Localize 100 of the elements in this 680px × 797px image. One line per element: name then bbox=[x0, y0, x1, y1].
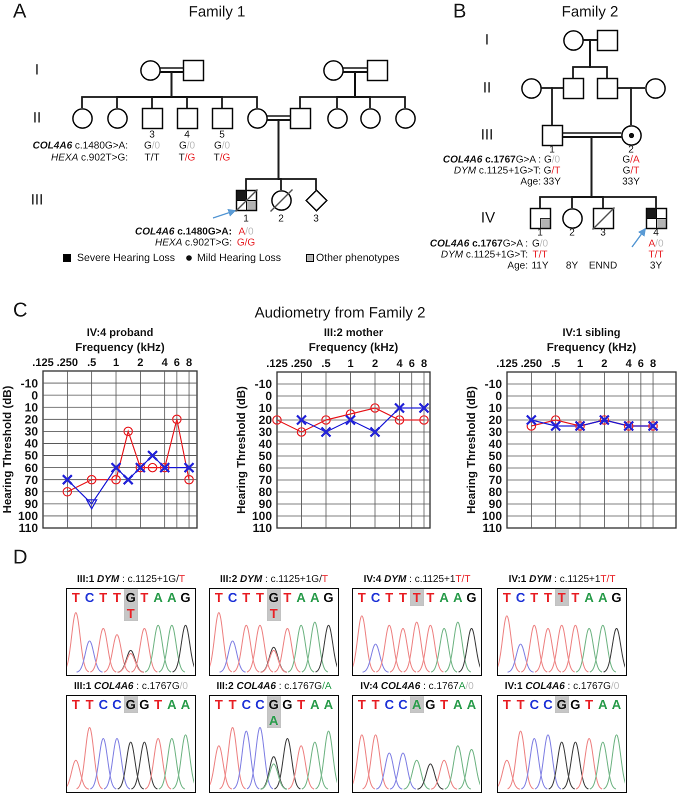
axis-tick-label: 6 bbox=[408, 358, 415, 370]
axis-tick-label: 8 bbox=[420, 358, 428, 370]
axis-tick-label: .250 bbox=[56, 357, 78, 369]
genotype: A/0 bbox=[648, 238, 664, 250]
individual-number: 3 bbox=[313, 213, 319, 225]
pedigree-square bbox=[644, 206, 668, 230]
genotype: G/0 bbox=[144, 140, 160, 152]
axis-tick-label: 30 bbox=[258, 425, 272, 440]
genotype: G/A bbox=[622, 154, 640, 166]
axis-tick-label: -10 bbox=[484, 377, 502, 392]
axis-tick-label: 60 bbox=[24, 460, 38, 475]
descent-line bbox=[551, 87, 563, 125]
pedigree-circle bbox=[394, 106, 416, 130]
age-row-header: Age: bbox=[520, 176, 541, 188]
axis-title: Hearing Threshold (dB) bbox=[2, 386, 14, 514]
pedigree-circle bbox=[270, 188, 292, 212]
axis-tick-label: 30 bbox=[24, 424, 38, 439]
individual-number: 3 bbox=[600, 227, 606, 239]
axis-tick-label: 6 bbox=[638, 358, 644, 370]
pedigree-square bbox=[528, 206, 552, 230]
sample-heading: IV:1 DYM : c.1125+1T/T bbox=[508, 574, 616, 586]
pedigree-circle bbox=[106, 106, 128, 130]
genotype: T/G bbox=[178, 152, 196, 164]
axis-tick-label: 4 bbox=[626, 358, 632, 370]
axis-tick-label: .5 bbox=[87, 357, 96, 369]
axis-tick-label: 40 bbox=[24, 436, 38, 451]
axis-tick-label: 100 bbox=[482, 509, 502, 524]
pedigree-circle bbox=[70, 106, 94, 130]
descent-line bbox=[278, 119, 317, 190]
axis-tick-label: 70 bbox=[24, 472, 38, 487]
sample-heading: IV:4 DYM : c.1125+1T/T bbox=[364, 574, 470, 586]
chart-title: III:2 mother bbox=[324, 327, 384, 339]
axis-tick-label: 8 bbox=[186, 357, 192, 369]
axis-tick-label: 0 bbox=[265, 389, 272, 404]
base-sequence: T C T T T T A A G bbox=[356, 589, 478, 606]
individual-number: 3 bbox=[149, 129, 155, 141]
axis-tick-label: 50 bbox=[488, 449, 502, 464]
axis-tick-label: -10 bbox=[254, 377, 272, 392]
variant-row-header: HEXA c.902T>G: bbox=[155, 237, 232, 249]
genotype: G/G bbox=[236, 237, 256, 249]
age-label: ENND bbox=[588, 260, 618, 272]
genotype: G/0 bbox=[544, 154, 560, 166]
axis-tick-label: .5 bbox=[551, 358, 560, 370]
axis-tick-label: 110 bbox=[482, 521, 502, 536]
age-label: 33Y bbox=[543, 176, 561, 188]
pedigree-circle bbox=[620, 124, 642, 146]
individual-number: 1 bbox=[549, 144, 555, 156]
chart-title: IV:1 sibling bbox=[562, 327, 621, 339]
genotype: G/0 bbox=[178, 140, 196, 152]
variant-row-header: COL4A6 c.1480G>A: bbox=[32, 140, 128, 152]
individual-number: 4 bbox=[184, 129, 190, 141]
pedigree-square bbox=[140, 106, 164, 130]
pedigree-circle bbox=[322, 58, 344, 82]
axis-tick-label: .5 bbox=[321, 358, 331, 370]
axis-tick-label: 50 bbox=[24, 448, 38, 463]
axis-tick-label: 40 bbox=[488, 437, 502, 452]
sample-heading: IV:4 COL4A6 : c.1767A/0 bbox=[360, 681, 474, 692]
descent-line bbox=[589, 39, 608, 78]
pedigree-circle bbox=[562, 28, 584, 52]
axis-tick-label: 2 bbox=[601, 358, 608, 370]
base-sequence: T C T T G T A A G bbox=[214, 589, 335, 606]
generation-numeral: III bbox=[30, 191, 44, 209]
pedigree-square bbox=[210, 106, 234, 130]
axis-tick-label: 6 bbox=[174, 357, 180, 369]
base-sequence: T T C C G G T A A bbox=[70, 696, 192, 713]
variant-row-header: HEXA c.902T>G: bbox=[51, 152, 128, 164]
axis-tick-label: 0 bbox=[31, 388, 38, 402]
sample-heading: IV:1 COL4A6 : c.1767G/0 bbox=[504, 681, 620, 692]
proband-arrow bbox=[212, 208, 236, 219]
individual-number: 4 bbox=[653, 227, 659, 239]
generation-numeral: III bbox=[480, 126, 494, 144]
axis-tick-label: 110 bbox=[18, 521, 38, 536]
genotype: G/0 bbox=[214, 140, 230, 152]
individual-number: 2 bbox=[628, 144, 634, 156]
legend-label: Severe Hearing Loss bbox=[77, 252, 176, 264]
sample-heading: III:2 DYM : c.1125+1G/T bbox=[220, 574, 328, 586]
axis-tick-label: 20 bbox=[488, 413, 502, 428]
axis-title: Frequency (kHz) bbox=[75, 342, 165, 354]
pedigree-square bbox=[562, 76, 584, 100]
pedigree-circle bbox=[358, 106, 382, 130]
chart-title: IV:4 proband bbox=[86, 327, 154, 339]
variant-row-header: DYM c.1125+1G>T: bbox=[454, 165, 541, 177]
axis-tick-label: -10 bbox=[20, 376, 38, 390]
genotype: T/T bbox=[532, 249, 548, 261]
generation-numeral: I bbox=[484, 31, 490, 49]
axis-tick-label: 2 bbox=[137, 357, 144, 369]
individual-number: 2 bbox=[278, 213, 284, 225]
base-sequence: T T C C G G T A A bbox=[214, 696, 334, 713]
pedigree-circle bbox=[520, 76, 542, 100]
descent-line bbox=[630, 87, 645, 125]
variant-row-header: COL4A6 c.1480G>A: bbox=[135, 226, 232, 238]
axis-tick-label: 4 bbox=[396, 358, 403, 370]
axis-tick-label: 10 bbox=[488, 401, 502, 416]
pedigree-square bbox=[596, 28, 618, 52]
axis-tick-label: 10 bbox=[24, 400, 38, 414]
sample-heading: III:1 DYM : c.1125+1G/T bbox=[77, 574, 185, 586]
axis-tick-label: 20 bbox=[258, 413, 272, 428]
descent-line bbox=[354, 71, 406, 108]
mating-line bbox=[266, 115, 290, 117]
pedigree-square bbox=[540, 124, 564, 146]
